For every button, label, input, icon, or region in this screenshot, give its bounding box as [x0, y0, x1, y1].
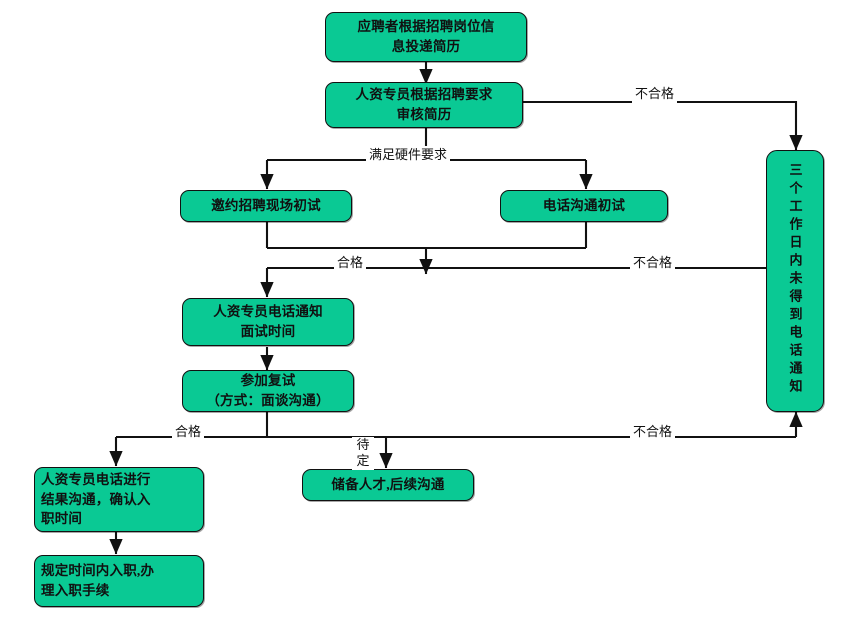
node-onboarding-procedures[interactable]: 规定时间内入职,办 理入职手续	[34, 555, 204, 607]
node-label: 邀约招聘现场初试	[211, 198, 321, 214]
node-hr-screens-resume[interactable]: 人资专员根据招聘要求 审核简历	[325, 82, 523, 128]
edge-label-fail-second-interview: 不合格	[630, 423, 676, 441]
node-label: 人资专员电话通知 面试时间	[213, 304, 323, 339]
node-hr-calls-interview-time[interactable]: 人资专员电话通知 面试时间	[182, 298, 354, 346]
node-phone-first-interview[interactable]: 电话沟通初试	[500, 190, 668, 222]
edge-label-meets-requirements: 满足硬件要求	[366, 146, 451, 164]
node-label: 应聘者根据招聘岗位信 息投递简历	[357, 19, 495, 54]
node-label: 电话沟通初试	[542, 198, 626, 214]
node-second-interview[interactable]: 参加复试 （方式：面谈沟通）	[182, 370, 354, 412]
edge-label-fail-screening: 不合格	[632, 85, 678, 103]
node-onsite-first-interview[interactable]: 邀约招聘现场初试	[180, 190, 352, 222]
node-label: 人资专员根据招聘要求 审核简历	[355, 87, 493, 122]
edge-label-pass-first-interview: 合格	[334, 254, 367, 272]
edge-n2-timeout	[523, 100, 803, 151]
node-talent-pool-followup[interactable]: 储备人才,后续沟通	[302, 469, 474, 501]
node-no-call-within-three-working-days[interactable]: 三个工作日内未得到电话通知	[766, 150, 824, 412]
edge-label-fail-first-interview: 不合格	[630, 254, 676, 272]
edge-label-pass-second-interview: 合格	[172, 423, 205, 441]
node-hr-result-call-confirm-onboarding[interactable]: 人资专员电话进行 结果沟通，确认入 职时间	[34, 467, 204, 532]
node-candidate-submits-resume[interactable]: 应聘者根据招聘岗位信 息投递简历	[325, 12, 527, 62]
node-label: 三个工作日内未得到电话通知	[787, 163, 803, 397]
node-label: 人资专员电话进行 结果沟通，确认入 职时间	[41, 472, 151, 527]
edge-label-pending: 待 定	[352, 437, 374, 470]
node-label: 参加复试 （方式：面谈沟通）	[206, 373, 330, 408]
node-label: 规定时间内入职,办 理入职手续	[41, 563, 155, 598]
node-label: 储备人才,后续沟通	[331, 477, 445, 493]
